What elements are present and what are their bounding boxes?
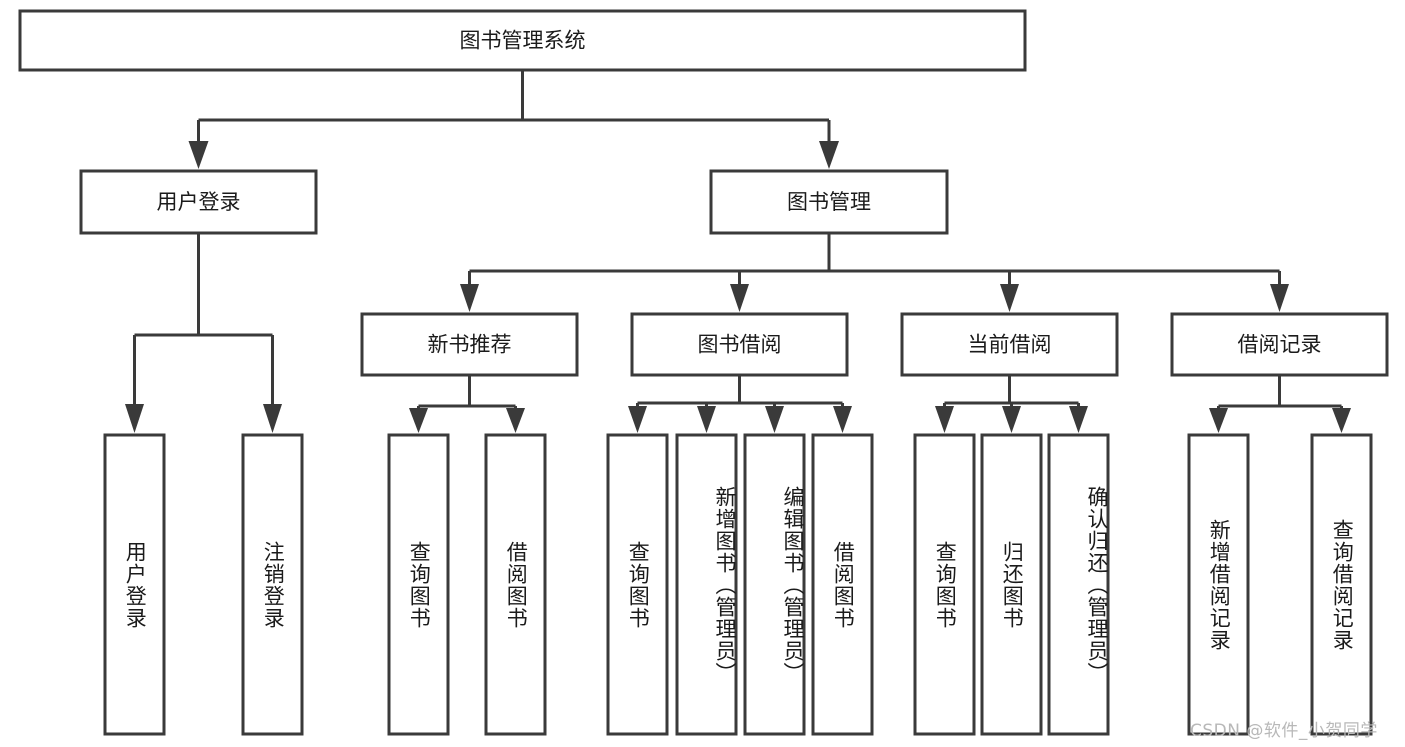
node-borrow-record-box[interactable]: [1170, 312, 1389, 377]
node-current-borrow[interactable]: 当前借阅: [900, 312, 1119, 377]
arrow-head-new-book-recommend: [460, 284, 479, 312]
node-borrow-record-label: 借阅记录: [1238, 333, 1322, 357]
node-borrow-record[interactable]: 借阅记录: [1170, 312, 1389, 377]
arrow-head-leaf-user-login: [125, 404, 144, 433]
node-root-label: 图书管理系统: [460, 29, 586, 53]
leaf-boxes: [103, 433, 1373, 736]
node-current-borrow-box[interactable]: [900, 312, 1119, 377]
node-book-borrow-box[interactable]: [630, 312, 849, 377]
csdn-watermark: CSDN @软件_小贺同学: [1190, 721, 1378, 741]
node-leaf-borrow-book-rec-box[interactable]: [484, 433, 547, 736]
arrow-head-leaf-logout: [263, 404, 282, 433]
connector-group-user-login: [125, 233, 282, 433]
node-leaf-query-book-rec-box[interactable]: [387, 433, 450, 736]
connector-group-borrow-record: [1209, 375, 1351, 433]
arrow-head-leaf-query-book-borrow: [628, 406, 647, 433]
node-leaf-add-book-box[interactable]: [675, 433, 738, 736]
node-leaf-query-book-cur-box[interactable]: [913, 433, 976, 736]
arrow-head-leaf-add-record: [1209, 408, 1228, 433]
arrow-head-leaf-borrow-book: [833, 406, 852, 433]
connector-group-root: [188, 70, 839, 169]
node-book-borrow[interactable]: 图书借阅: [630, 312, 849, 377]
connector-group-book-borrow: [628, 375, 852, 433]
arrow-head-current-borrow: [1000, 284, 1019, 312]
node-root-box[interactable]: [18, 9, 1027, 72]
node-leaf-borrow-book-box[interactable]: [811, 433, 874, 736]
arrow-head-leaf-borrow-book-rec: [506, 408, 525, 433]
arrow-head-leaf-edit-book: [765, 406, 784, 433]
node-leaf-logout-box[interactable]: [241, 433, 304, 736]
node-book-borrow-label: 图书借阅: [698, 333, 782, 357]
connector-group-new-book-recommend: [409, 375, 525, 433]
arrow-head-leaf-query-book-cur: [935, 406, 954, 433]
arrow-head-leaf-query-record: [1332, 408, 1351, 433]
arrow-head-leaf-return-book: [1002, 406, 1021, 433]
arrow-head-leaf-query-book-rec: [409, 408, 428, 433]
node-current-borrow-label: 当前借阅: [968, 333, 1052, 357]
node-leaf-user-login-box[interactable]: [103, 433, 166, 736]
node-user-login-box[interactable]: [79, 169, 318, 235]
node-leaf-add-record-box[interactable]: [1187, 433, 1250, 736]
connector-group-book-management: [460, 233, 1289, 312]
node-book-management-box[interactable]: [709, 169, 949, 235]
node-root[interactable]: 图书管理系统: [18, 9, 1027, 72]
node-leaf-query-record-box[interactable]: [1310, 433, 1373, 736]
node-book-management[interactable]: 图书管理: [709, 169, 949, 235]
arrow-head-leaf-confirm-return: [1069, 406, 1088, 433]
node-user-login-label: 用户登录: [157, 190, 241, 214]
arrow-head-leaf-add-book: [697, 406, 716, 433]
node-leaf-edit-book-box[interactable]: [743, 433, 806, 736]
node-leaf-return-book-box[interactable]: [980, 433, 1043, 736]
arrow-head-book-management: [819, 141, 839, 169]
node-book-management-label: 图书管理: [787, 190, 871, 214]
node-leaf-query-book-borrow-box[interactable]: [606, 433, 669, 736]
node-new-book-recommend-label: 新书推荐: [428, 333, 512, 357]
arrow-head-book-borrow: [730, 284, 749, 312]
node-new-book-recommend-box[interactable]: [360, 312, 579, 377]
node-new-book-recommend[interactable]: 新书推荐: [360, 312, 579, 377]
node-leaf-confirm-return-box[interactable]: [1047, 433, 1110, 736]
arrow-head-user-login: [188, 141, 209, 169]
connector-group-current-borrow: [935, 375, 1088, 433]
node-user-login[interactable]: 用户登录: [79, 169, 318, 235]
arrow-head-borrow-record: [1270, 284, 1289, 312]
